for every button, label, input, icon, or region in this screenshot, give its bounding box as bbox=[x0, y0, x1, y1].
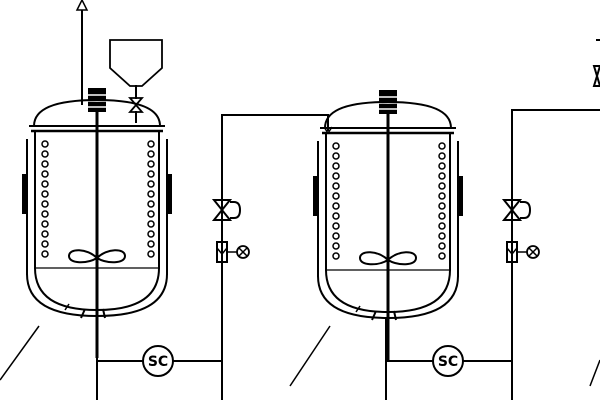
transfer-line bbox=[221, 114, 333, 400]
reactor-2 bbox=[311, 88, 465, 362]
speed-controller-1-label: SC bbox=[148, 354, 168, 370]
hopper-icon bbox=[109, 39, 163, 87]
speed-controller-2-label: SC bbox=[438, 354, 458, 370]
speed-controller-1: SC bbox=[142, 345, 174, 377]
vent-line bbox=[75, 0, 89, 105]
feed-hopper bbox=[109, 39, 163, 123]
partial-valve-icon bbox=[592, 65, 600, 87]
hopper-valve-icon bbox=[128, 97, 144, 113]
arrow-up-icon bbox=[75, 0, 89, 11]
valve-stack-1 bbox=[213, 199, 250, 263]
reactor-1-outlet bbox=[0, 317, 223, 400]
speed-controller-2: SC bbox=[432, 345, 464, 377]
valve-stack-2 bbox=[503, 199, 540, 263]
transfer-line-2 bbox=[511, 109, 600, 400]
right-edge-partial bbox=[589, 39, 600, 387]
reactor-2-outlet bbox=[289, 317, 513, 400]
